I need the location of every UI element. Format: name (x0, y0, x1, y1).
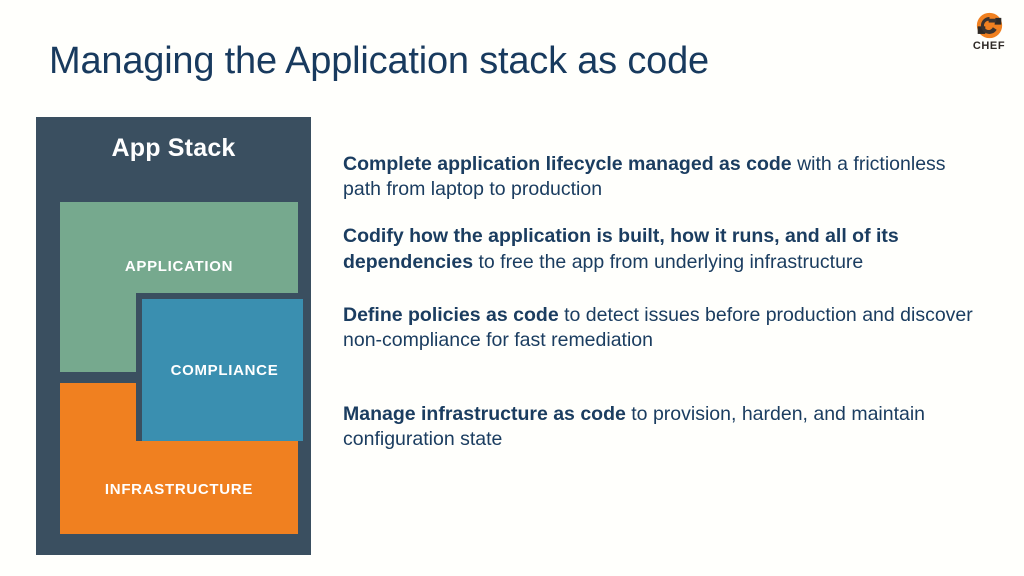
stack-layer-infrastructure-label: INFRASTRUCTURE (104, 481, 254, 498)
bullet-rest: to free the app from underlying infrastr… (473, 250, 864, 273)
bullet-rest: with a frictionless path from laptop to … (343, 152, 946, 200)
bullet-item: Complete application lifecycle managed a… (343, 152, 983, 203)
bullet-lead: Define policies as code (343, 303, 559, 326)
app-stack-diagram: App Stack APPLICATION INFRASTRUCTURE COM… (36, 117, 311, 555)
page-title: Managing the Application stack as code (49, 40, 709, 82)
bullet-rest: to detect issues before production and d… (343, 303, 973, 352)
bullet-rest: to provision, harden, and maintain confi… (343, 402, 926, 450)
bullet-list: Complete application lifecycle managed a… (343, 132, 983, 474)
bullet-item: Manage infrastructure as code to provisi… (343, 402, 983, 453)
stack-layer-compliance-label: COMPLIANCE (170, 361, 279, 379)
chef-logo: CHEF (966, 12, 1012, 58)
stack-layer-compliance: COMPLIANCE (136, 293, 303, 441)
bullet-item: Codify how the application is built, how… (343, 224, 983, 275)
chef-wordmark: CHEF (972, 40, 1006, 52)
chef-emblem-icon (976, 12, 1002, 39)
stack-layer-application-label: APPLICATION (124, 257, 234, 275)
app-stack-panel-title: App Stack (111, 134, 236, 162)
bullet-lead: Codify how the application is built, how… (343, 225, 899, 273)
bullet-lead: Manage infrastructure as code (343, 402, 626, 425)
bullet-lead: Complete application lifecycle managed a… (343, 152, 792, 175)
bullet-item: Define policies as code to detect issues… (343, 303, 983, 354)
